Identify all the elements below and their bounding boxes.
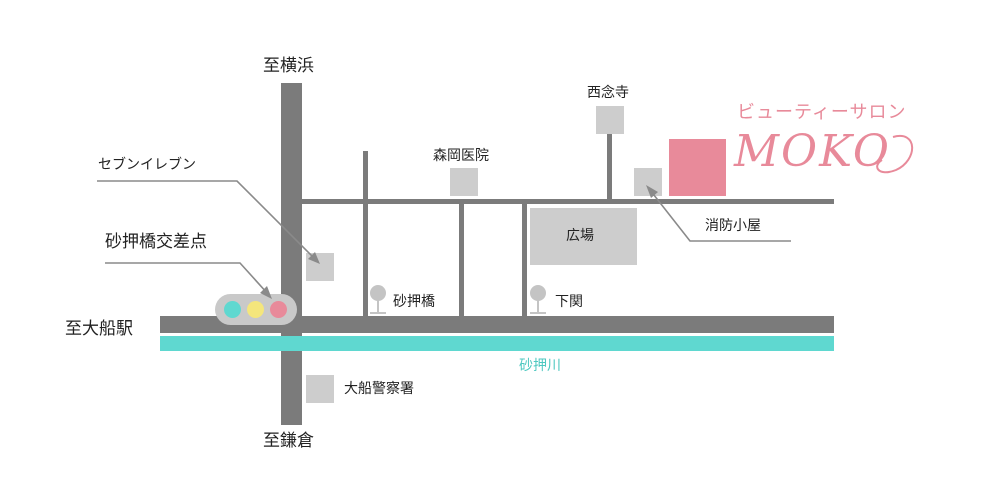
label-north: 至横浜 <box>263 56 314 76</box>
salon-logo: MOKO <box>734 126 891 177</box>
leader-intersection <box>105 262 269 295</box>
bus-stop-icon <box>370 285 386 315</box>
upper-road <box>302 199 834 204</box>
bus-stop-icon <box>530 285 546 315</box>
label-temple: 西念寺 <box>587 85 629 101</box>
label-stop-shimozeki: 下関 <box>555 294 583 310</box>
label-police: 大船警察署 <box>344 381 414 397</box>
sunaoshi-river <box>160 336 834 351</box>
label-stop-sunaoshibashi: 砂押橋 <box>393 294 435 310</box>
label-clinic: 森岡医院 <box>433 148 489 164</box>
fire-hut-building <box>634 168 662 196</box>
label-west: 至大船駅 <box>65 319 133 339</box>
police-building <box>306 375 334 403</box>
leader-fire-hut-arrow <box>646 185 658 198</box>
label-plaza: 広場 <box>566 228 594 244</box>
lamp-icon <box>247 301 264 318</box>
leader-intersection-arrow <box>260 286 272 299</box>
salon-building <box>669 139 726 196</box>
side-road-1 <box>363 151 368 316</box>
label-river: 砂押川 <box>519 358 561 374</box>
leader-seven-eleven-arrow <box>308 252 320 264</box>
temple-building <box>596 106 624 134</box>
label-south: 至鎌倉 <box>263 431 314 451</box>
label-intersection: 砂押橋交差点 <box>105 232 207 252</box>
main-road-horizontal <box>160 316 834 333</box>
clinic-building <box>450 168 478 196</box>
lamp-icon <box>224 301 241 318</box>
traffic-light-icon <box>215 294 297 325</box>
leader-fire-hut <box>649 189 791 242</box>
label-fire-hut: 消防小屋 <box>705 218 761 234</box>
side-road-2 <box>459 204 464 316</box>
side-road-3 <box>522 204 527 316</box>
temple-road <box>607 134 612 199</box>
lamp-icon <box>270 301 287 318</box>
salon-subtitle: ビューティーサロン <box>737 102 907 123</box>
label-seven-eleven: セブンイレブン <box>98 157 196 173</box>
plaza-area <box>530 208 637 265</box>
leader-seven-eleven <box>97 180 317 261</box>
